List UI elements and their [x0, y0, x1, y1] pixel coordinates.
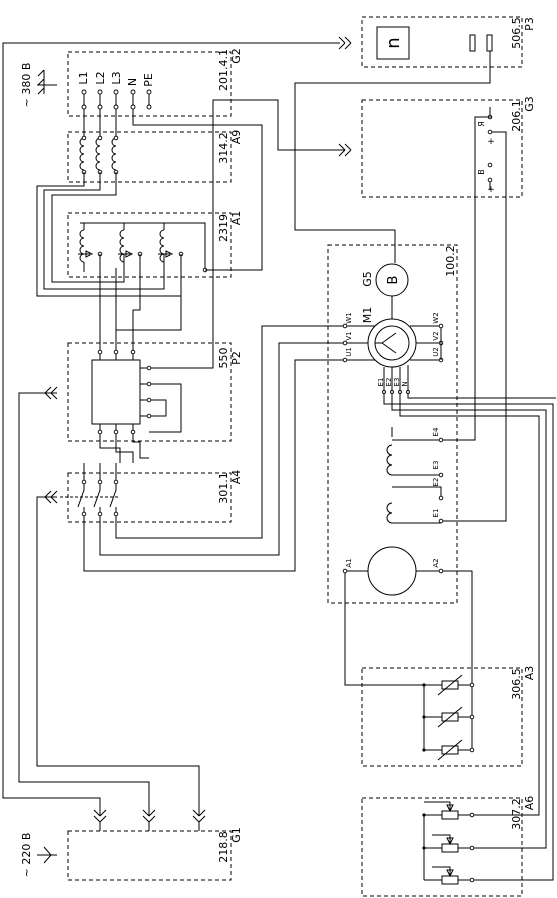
- p2-unit: [91, 99, 345, 463]
- supply-220-label: ~ 220 В: [20, 833, 33, 878]
- g2-terminal-l1: L1: [77, 71, 90, 84]
- ground-symbol-220: [37, 846, 57, 864]
- block-p2: [67, 342, 232, 442]
- machine-code: 100.2: [444, 245, 457, 277]
- a1-autotransformers: [36, 109, 263, 350]
- p2-code: 550: [217, 348, 230, 369]
- block-a9: [67, 131, 232, 183]
- p2-name: P2: [230, 351, 243, 365]
- supply-wiring: [2, 36, 352, 831]
- g1-code: 218.8: [217, 831, 230, 863]
- m1-motor: M1 W1 V1 U1 W2 V2 U2 E1 E2 E3 N: [342, 296, 556, 881]
- a4-code: 301.1: [217, 472, 230, 504]
- g5-symbol: B: [386, 276, 401, 285]
- m1-name: M1: [361, 307, 374, 324]
- m1-terminal-e2: E2: [385, 378, 393, 387]
- g2-code: 201.4.1: [217, 49, 230, 91]
- p3-name: P3: [523, 17, 536, 31]
- field-terminal-e1: E1: [432, 509, 440, 518]
- m1-terminal-n: N: [401, 381, 409, 386]
- m1-terminal-u1: U1: [345, 347, 353, 357]
- a1-code: 2319: [217, 214, 230, 242]
- a9-name: A9: [230, 130, 243, 145]
- field-winding: E4 E3 E2 E1: [386, 427, 444, 524]
- m1-terminal-e1: E1: [377, 378, 385, 387]
- a3-name: A3: [523, 666, 536, 681]
- g3-label-v: В: [477, 169, 486, 175]
- wiring-a4-motor: [83, 325, 345, 572]
- block-g1: [67, 830, 232, 881]
- block-g2: [67, 51, 232, 117]
- ground-symbol-380: [37, 69, 57, 95]
- p3-symbol: n: [383, 37, 404, 48]
- m1-terminal-w2: W2: [432, 312, 440, 323]
- a1-name: A1: [230, 211, 243, 226]
- g3-plus-1: +: [487, 137, 495, 147]
- g5-tachogenerator: B G5: [361, 263, 409, 297]
- block-p3: [361, 16, 523, 68]
- p3-tachometer: n: [294, 26, 493, 263]
- a3-rheostats: [422, 674, 475, 761]
- g2-terminal-l3: L3: [110, 71, 123, 84]
- block-machine: [327, 244, 458, 604]
- a6-code: 307.2: [510, 798, 523, 830]
- g2-terminal-n: N: [126, 78, 139, 86]
- g3-label-ya: Я: [477, 121, 486, 127]
- a3-code: 306.5: [510, 668, 523, 700]
- a6-rheostats: [422, 801, 475, 885]
- g5-name: G5: [361, 271, 374, 287]
- a6-name: A6: [523, 796, 536, 811]
- field-terminal-e3: E3: [432, 461, 440, 470]
- a9-code: 314.2: [217, 132, 230, 164]
- g2-name: G2: [230, 48, 243, 64]
- armature-terminal-a1: A1: [345, 558, 353, 567]
- g3-plus-2: +: [487, 185, 495, 195]
- g3-source: Я В + +: [442, 107, 507, 522]
- a4-name: A4: [230, 470, 243, 485]
- block-a6: [361, 797, 523, 897]
- field-terminal-e4: E4: [432, 427, 440, 436]
- m1-terminal-v2: V2: [432, 331, 440, 340]
- block-a1: [67, 212, 232, 278]
- m1-terminal-w1: W1: [345, 312, 353, 323]
- supply-380-label: ~ 380 В: [20, 63, 33, 108]
- g2-terminals: L1 L2 L3 N PE: [77, 71, 155, 110]
- g3-code: 206.1: [510, 100, 523, 132]
- m1-terminal-v1: V1: [345, 331, 353, 340]
- g2-terminal-pe: PE: [142, 73, 155, 87]
- g3-name: G3: [523, 96, 536, 112]
- g2-terminal-l2: L2: [94, 71, 107, 84]
- block-g3: [361, 99, 523, 198]
- m1-terminal-e3: E3: [393, 378, 401, 387]
- armature: A1 A2: [342, 546, 473, 750]
- p3-code: 506.5: [510, 17, 523, 49]
- a9-inductors: [79, 109, 119, 175]
- field-terminal-e2: E2: [432, 478, 440, 487]
- armature-terminal-a2: A2: [432, 558, 440, 567]
- g1-name: G1: [230, 827, 243, 843]
- m1-terminal-u2: U2: [432, 347, 440, 357]
- block-a3: [361, 667, 523, 767]
- a4-switch: [60, 463, 120, 517]
